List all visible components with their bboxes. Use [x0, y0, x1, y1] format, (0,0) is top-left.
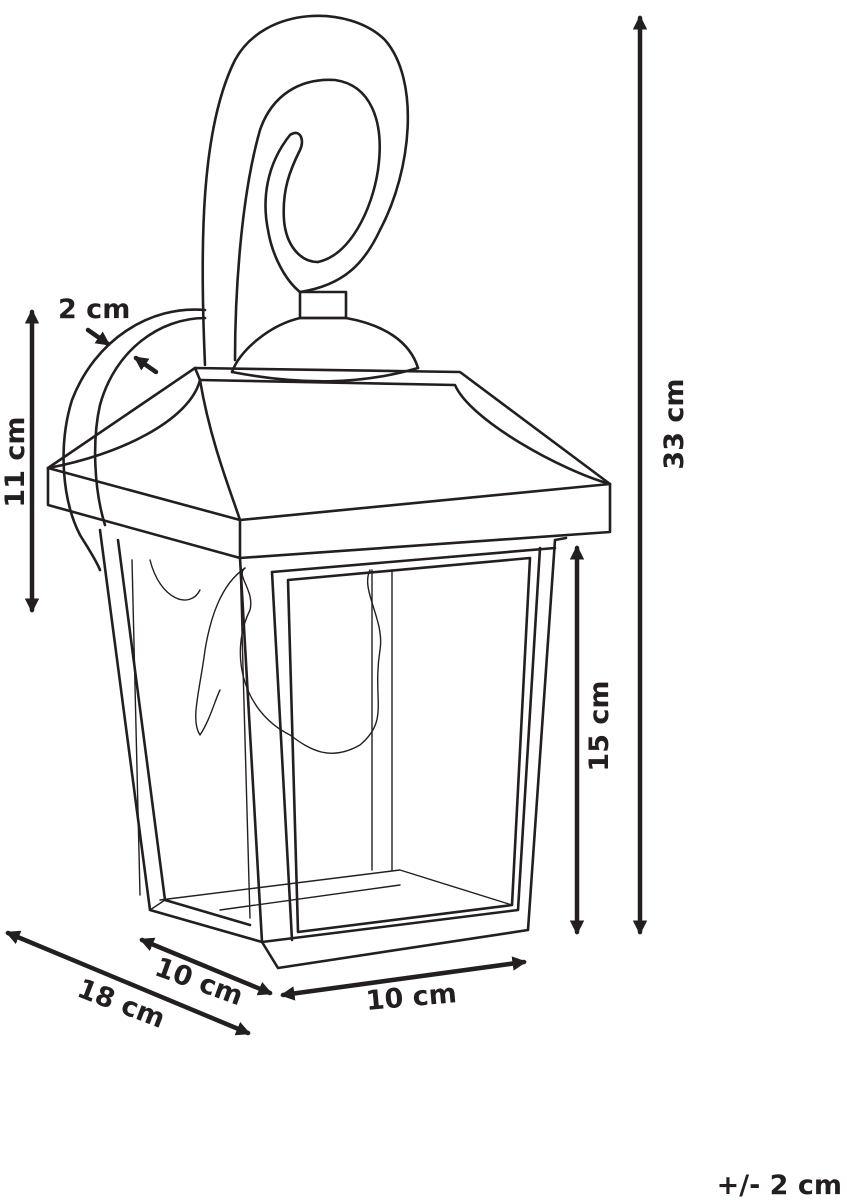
plate-depth-arrow-top — [85, 327, 111, 347]
top-cap — [298, 290, 348, 320]
dimension-labels: 2 cm 11 cm 33 cm 15 cm 10 cm 10 cm 18 cm… — [0, 294, 842, 1200]
roof — [46, 366, 612, 560]
side-width-label: 10 cm — [151, 952, 247, 1012]
dimension-arrows — [5, 15, 648, 1036]
plate-depth-arrow-bottom — [133, 355, 159, 375]
front-width-arrow — [280, 956, 527, 1001]
hook-arm — [201, 14, 410, 367]
wall-plate — [62, 308, 207, 572]
glass-height-label: 15 cm — [584, 680, 615, 771]
plate-height-label: 11 cm — [0, 416, 31, 507]
total-height-label: 33 cm — [659, 378, 690, 469]
bulb — [149, 559, 382, 754]
plate-depth-label: 2 cm — [58, 294, 130, 325]
front-width-label: 10 cm — [365, 978, 458, 1017]
total-depth-arrow — [5, 930, 251, 1036]
tolerance-label: +/- 2 cm — [717, 1170, 842, 1200]
lantern-illustration — [46, 14, 612, 970]
glass-housing — [98, 528, 568, 970]
